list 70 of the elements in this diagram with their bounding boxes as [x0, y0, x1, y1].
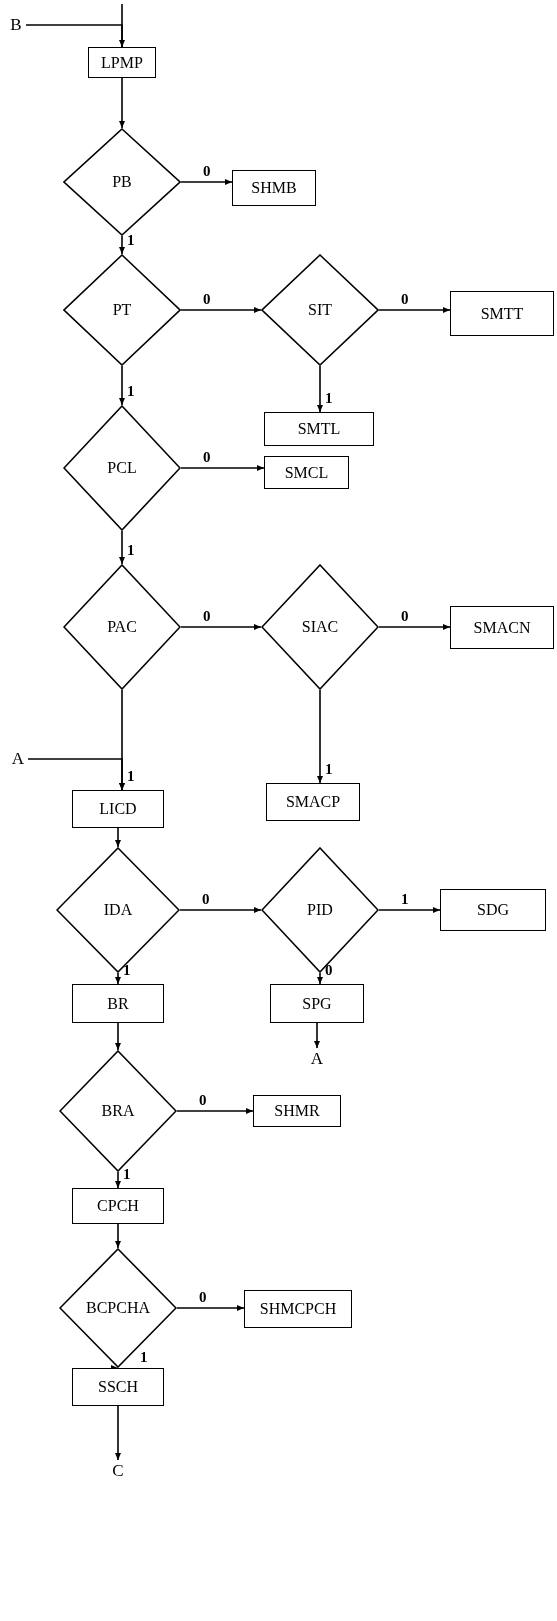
process-box: SSCH [72, 1368, 164, 1406]
decision-diamond: PB [63, 128, 181, 236]
edge-label: 1 [127, 769, 135, 784]
edge-label: 1 [140, 1350, 148, 1365]
arrow [119, 365, 125, 406]
arrow [317, 972, 323, 985]
process-box: SHMB [232, 170, 316, 206]
edge-label: 0 [203, 292, 211, 307]
connector-letter: C [108, 1460, 128, 1482]
connector-letter: A [307, 1048, 327, 1070]
arrow [115, 1223, 121, 1249]
process-box: SHMR [253, 1095, 341, 1127]
arrow [317, 365, 323, 413]
arrow [115, 1171, 121, 1189]
arrow [115, 972, 121, 985]
process-box: SMACP [266, 783, 360, 821]
edge-label: 0 [202, 892, 210, 907]
connector-letter: A [8, 748, 28, 770]
process-box: SMACN [450, 606, 554, 649]
arrow [176, 1108, 254, 1114]
edge-label: 1 [127, 384, 135, 399]
edge-label: 1 [325, 762, 333, 777]
edge-label: 1 [123, 963, 131, 978]
arrow [378, 907, 441, 913]
arrow [111, 1365, 119, 1369]
arrow [27, 758, 125, 791]
arrow [180, 307, 262, 313]
decision-diamond: PAC [63, 564, 181, 690]
process-box: SMCL [264, 456, 349, 489]
edge-label: 0 [199, 1290, 207, 1305]
process-box: BR [72, 984, 164, 1023]
arrow [176, 1305, 245, 1311]
arrow [378, 307, 451, 313]
edge-label: 1 [127, 543, 135, 558]
arrow [115, 1022, 121, 1051]
arrow [314, 1022, 320, 1049]
edge-label: 0 [325, 963, 333, 978]
edge-label: 1 [401, 892, 409, 907]
edge-label: 0 [401, 292, 409, 307]
arrow [180, 465, 265, 471]
arrow [119, 530, 125, 565]
decision-diamond: SIT [261, 254, 379, 366]
edge-label: 0 [203, 164, 211, 179]
process-box: SMTT [450, 291, 554, 336]
edge-label: 0 [401, 609, 409, 624]
arrow [115, 1405, 121, 1461]
connector-letter: B [6, 14, 26, 36]
process-box: SPG [270, 984, 364, 1023]
process-box: LPMP [88, 47, 156, 78]
arrow [378, 624, 451, 630]
arrow [317, 689, 323, 784]
edge-label: 0 [203, 609, 211, 624]
arrow [180, 179, 233, 185]
process-box: SMTL [264, 412, 374, 446]
arrow [119, 77, 125, 129]
decision-diamond: PCL [63, 405, 181, 531]
process-box: LICD [72, 790, 164, 828]
process-box: CPCH [72, 1188, 164, 1224]
edge-label: 1 [127, 233, 135, 248]
arrow [180, 624, 262, 630]
edge-label: 0 [203, 450, 211, 465]
process-box: SDG [440, 889, 546, 931]
arrow [179, 907, 262, 913]
edge-label: 1 [325, 391, 333, 406]
process-box: SHMCPCH [244, 1290, 352, 1328]
arrow [115, 827, 121, 848]
decision-diamond: SIAC [261, 564, 379, 690]
edge-label: 0 [199, 1093, 207, 1108]
arrow [119, 235, 125, 255]
decision-diamond: PT [63, 254, 181, 366]
